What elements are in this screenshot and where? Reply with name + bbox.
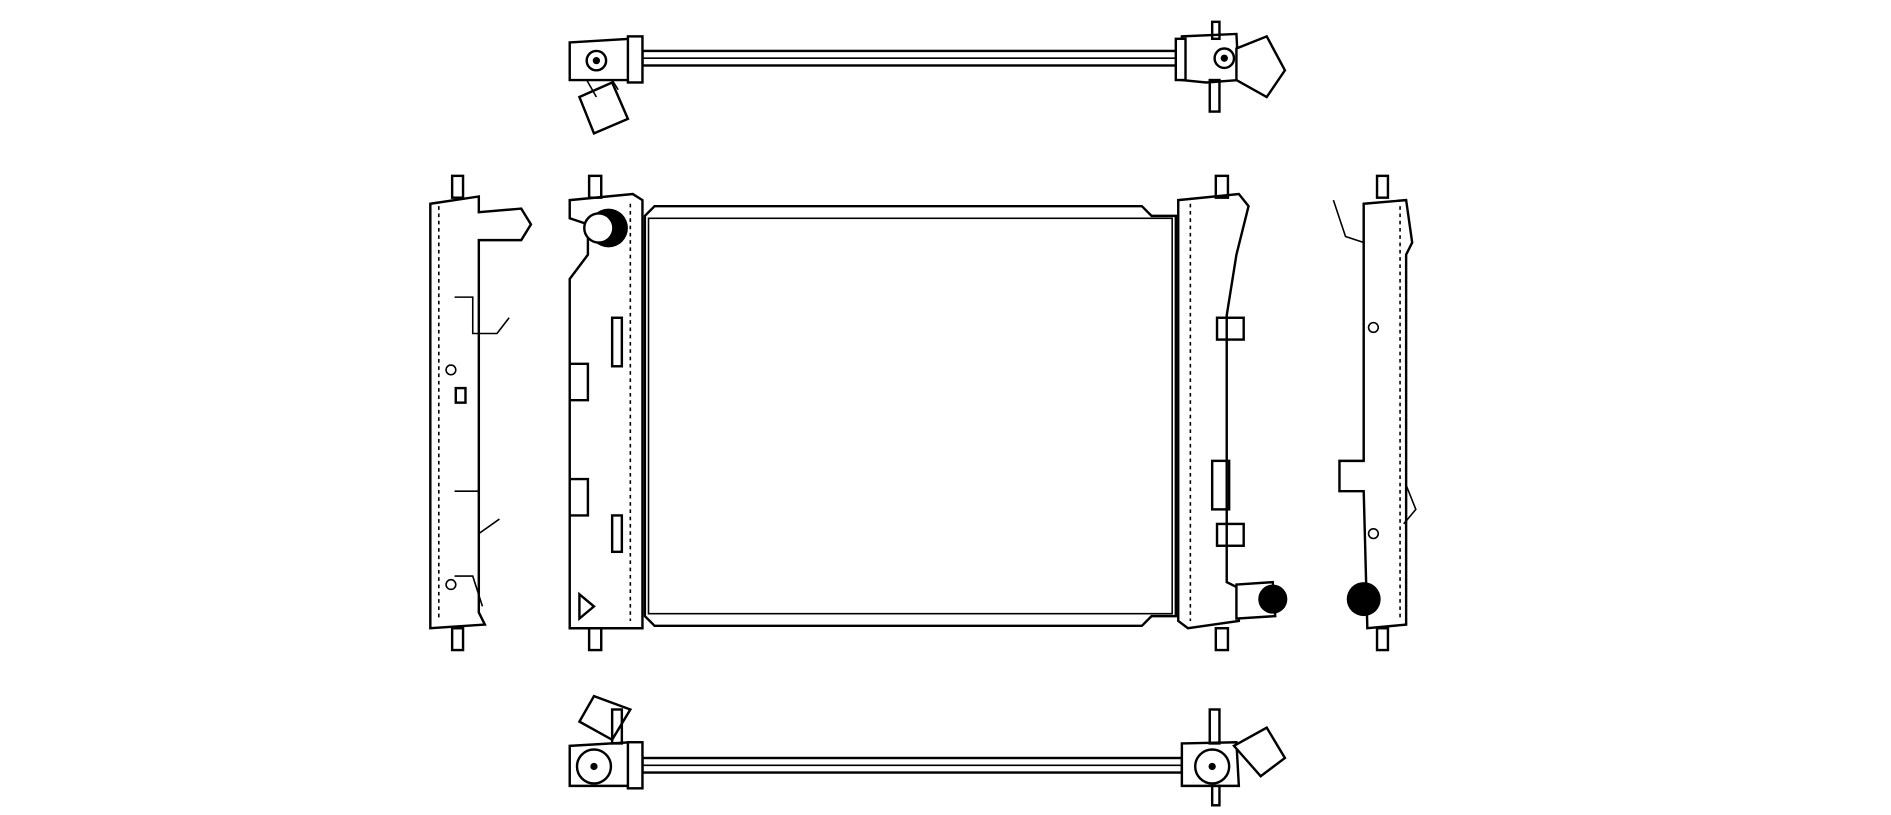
front-view-left-tank	[568, 174, 644, 652]
right-side-view	[1332, 174, 1417, 652]
front-view-right-tank	[1177, 174, 1288, 652]
top-view	[568, 20, 1287, 136]
bottom-view	[568, 694, 1287, 807]
front-view-core	[643, 204, 1178, 628]
left-side-view	[429, 174, 533, 652]
